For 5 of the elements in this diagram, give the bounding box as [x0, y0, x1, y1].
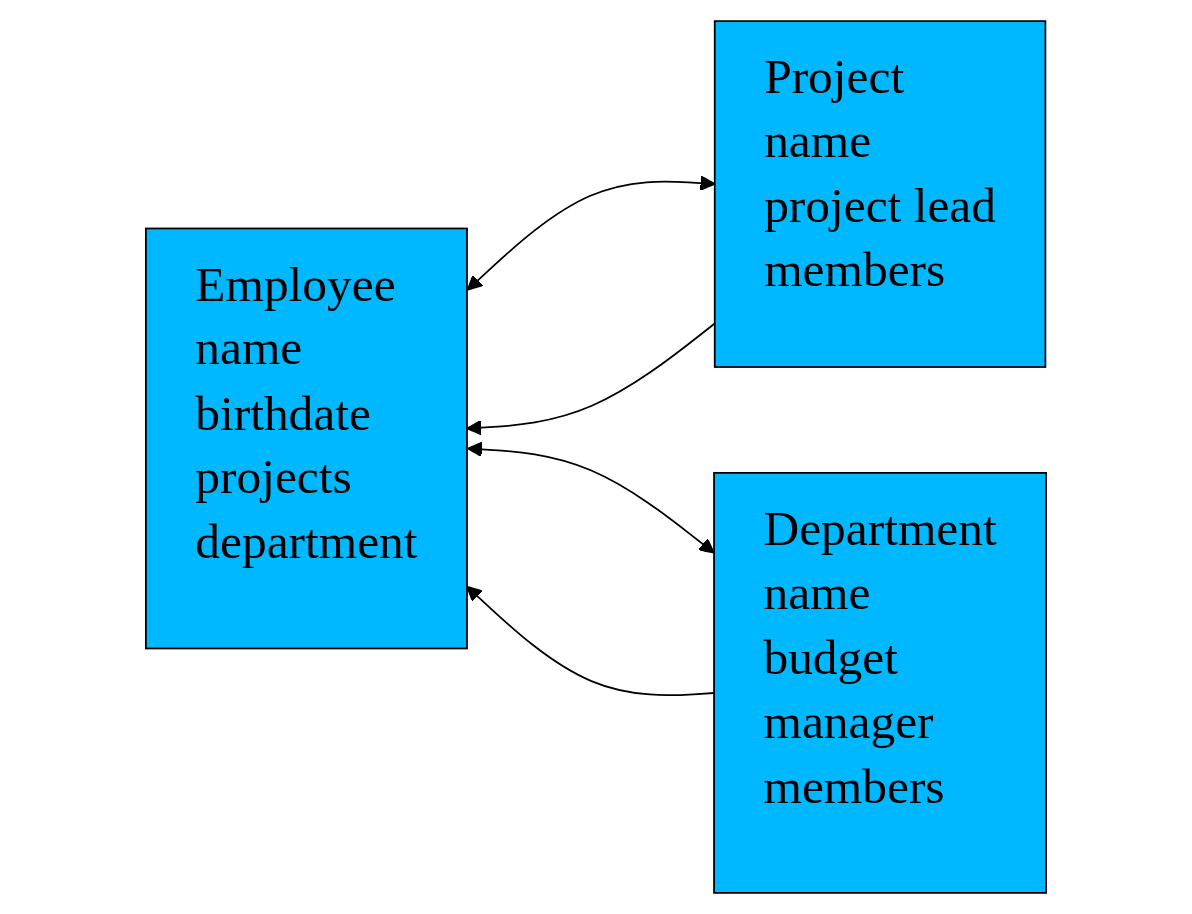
node-box: Department name budget manager members: [713, 472, 1047, 894]
node-box: Employee name birthdate projects department: [145, 227, 468, 650]
node-box: Project name project lead members: [713, 20, 1047, 368]
arrow: [467, 441, 715, 554]
arrow: [466, 585, 715, 697]
